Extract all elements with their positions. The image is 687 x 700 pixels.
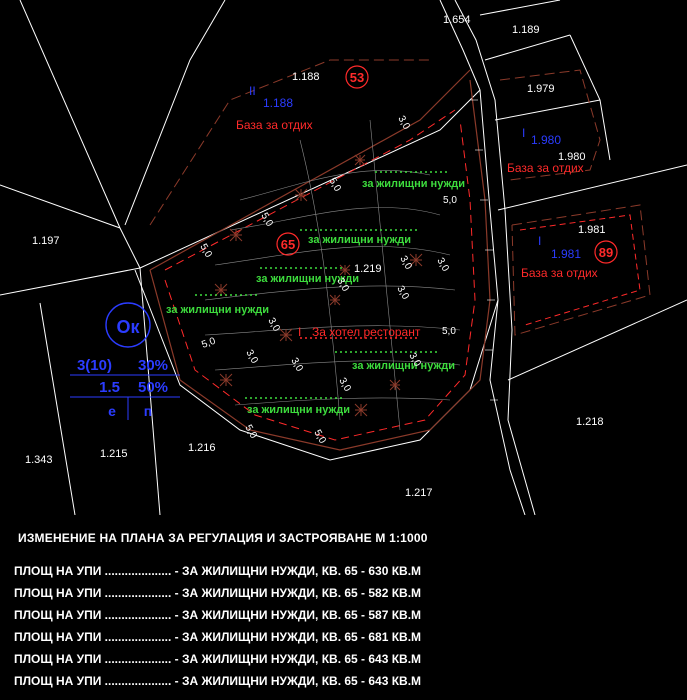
- legend-row: ПЛОЩ НА УПИ .................... - ЗА ЖИ…: [14, 652, 422, 666]
- parcel-1-217: 1.217: [405, 487, 433, 499]
- label-housing-3: за жилищни нужди: [256, 273, 359, 285]
- terrain-contours: [204, 119, 461, 431]
- zone-left-code: е: [108, 403, 116, 419]
- parcel-1-654: 1.654: [443, 14, 471, 26]
- zone-kint: 1.5: [99, 379, 120, 396]
- label-housing-2: за жилищни нужди: [308, 234, 411, 246]
- regulation-lines: [149, 59, 651, 451]
- plan-title: ИЗМЕНЕНИЕ НА ПЛАНА ЗА РЕГУЛАЦИЯ И ЗАСТРО…: [18, 531, 428, 545]
- dimension-label: 5,0: [443, 195, 457, 206]
- block-number-circles: [276, 65, 618, 264]
- label-hotel: За хотел ресторант: [312, 325, 421, 339]
- zone-height: 3(10): [77, 357, 112, 374]
- legend-row: ПЛОЩ НА УПИ .................... - ЗА ЖИ…: [14, 608, 422, 622]
- zone-indicator: Ок 3(10) 30% 1.5 50% е п: [70, 302, 180, 420]
- parcel-1-980-blue: 1.980: [531, 133, 561, 147]
- zone-density: 30%: [138, 357, 168, 374]
- regulation-plan-map: Ок 3(10) 30% 1.5 50% е п 53 65 89 1.188 …: [0, 0, 687, 515]
- parcel-1-219: 1.219: [354, 263, 382, 275]
- parcel-1-188-blue: 1.188: [263, 96, 293, 110]
- label-housing-4: за жилищни нужди: [166, 304, 269, 316]
- road-marks: [470, 99, 498, 401]
- legend-row: ПЛОЩ НА УПИ .................... - ЗА ЖИ…: [14, 564, 422, 578]
- block-number-65: 65: [281, 237, 295, 252]
- roman-89: I: [538, 234, 541, 248]
- label-baza-1: База за отдих: [236, 118, 313, 132]
- legend-row: ПЛОЩ НА УПИ .................... - ЗА ЖИ…: [14, 674, 422, 688]
- parcel-1-218: 1.218: [576, 416, 604, 428]
- roman-1980: I: [522, 126, 525, 140]
- legend-block: ИЗМЕНЕНИЕ НА ПЛАНА ЗА РЕГУЛАЦИЯ И ЗАСТРО…: [0, 515, 687, 700]
- parcel-boundaries: [0, 0, 687, 515]
- label-baza-3: База за отдих: [521, 266, 598, 280]
- parcel-1-979: 1.979: [527, 83, 555, 95]
- parcel-1-189: 1.189: [512, 24, 540, 36]
- label-housing-1: за жилищни нужди: [362, 178, 465, 190]
- block-number-89: 89: [599, 245, 613, 260]
- label-housing-5: за жилищни нужди: [352, 360, 455, 372]
- parcel-1-188: 1.188: [292, 71, 320, 83]
- roman-hotel: I: [298, 325, 301, 339]
- dimension-label: 5,0: [200, 336, 217, 351]
- parcel-1-215: 1.215: [100, 448, 128, 460]
- parcel-1-981-blue: 1.981: [551, 247, 581, 261]
- block-number-53: 53: [350, 70, 364, 85]
- parcel-1-981: 1.981: [578, 224, 606, 236]
- zone-right-code: п: [144, 403, 152, 419]
- parcel-1-216: 1.216: [188, 442, 216, 454]
- dimension-label: 5,0: [442, 326, 456, 337]
- building-lines: [195, 171, 450, 399]
- tree-symbols: [214, 154, 423, 417]
- parcel-1-980: 1.980: [558, 151, 586, 163]
- label-housing-6: за жилищни нужди: [247, 404, 350, 416]
- parcel-1-343: 1.343: [25, 454, 53, 466]
- legend-row: ПЛОЩ НА УПИ .................... - ЗА ЖИ…: [14, 630, 422, 644]
- zone-name: Ок: [116, 317, 140, 337]
- label-baza-2: База за отдих: [507, 161, 584, 175]
- parcel-1-197: 1.197: [32, 235, 60, 247]
- legend-row: ПЛОЩ НА УПИ .................... - ЗА ЖИ…: [14, 586, 422, 600]
- zone-green: 50%: [138, 379, 168, 396]
- roman-53: II: [249, 84, 256, 98]
